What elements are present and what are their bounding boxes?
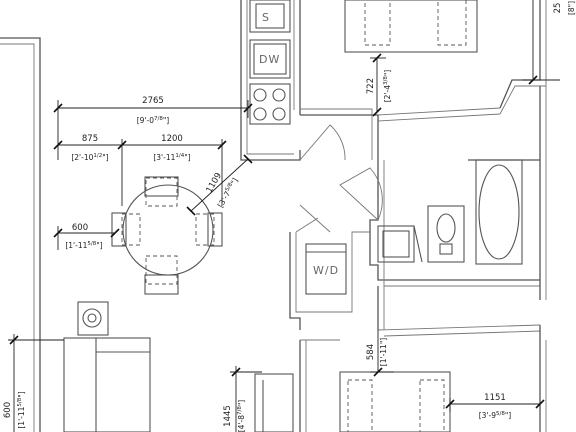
- cooktop: [249, 83, 291, 125]
- dining-table: [122, 184, 214, 276]
- walls: [0, 0, 547, 432]
- kitchen: S DW: [249, 0, 291, 125]
- chair: [111, 212, 127, 247]
- burner: [272, 88, 286, 102]
- dim-1151-metric: 1151: [484, 393, 506, 403]
- dim-1200-metric: 1200: [161, 134, 183, 144]
- toilet: [436, 213, 456, 243]
- dim-2765-metric: 2765: [142, 96, 164, 106]
- chair: [144, 274, 179, 295]
- bed: [344, 0, 478, 53]
- vanity-edge: [413, 225, 423, 263]
- dishwasher-inner: [253, 43, 287, 75]
- bathtub-basin: [478, 164, 520, 260]
- bathtub: [475, 159, 523, 265]
- washer-dryer: [305, 243, 347, 295]
- chair-seat: [145, 255, 178, 285]
- doors: [295, 124, 383, 233]
- dining-set: [111, 176, 223, 295]
- dim-2765-imperial: [9'-07/8"]: [137, 116, 170, 125]
- dim-600-left-imperial: [1'-115/8"]: [17, 391, 26, 428]
- dim-25-imperial: [8"]: [567, 1, 576, 15]
- chair-seat: [195, 213, 215, 246]
- dim-1445-metric: 1445: [223, 405, 233, 427]
- lamp-center: [87, 313, 97, 323]
- burner: [253, 107, 267, 121]
- bathroom: [377, 159, 523, 265]
- dim-875-imperial: [2'-101/2"]: [71, 153, 108, 162]
- dim-722-imperial: [2'-43/8"]: [383, 70, 392, 103]
- vanity: [377, 225, 415, 263]
- dim-1151-imperial: [3'-95/8"]: [479, 411, 512, 420]
- nightstand: [419, 379, 445, 432]
- toilet-area: [427, 205, 465, 263]
- chair: [144, 176, 179, 197]
- bed: [339, 371, 451, 432]
- dim-600-metric: 600: [72, 223, 88, 233]
- washer-dryer-label: W/D: [313, 264, 339, 277]
- burner: [272, 107, 286, 121]
- laundry: W/D: [305, 243, 347, 295]
- dim-1445-imperial: [4'-87/8"]: [237, 400, 246, 432]
- sofa: [63, 337, 151, 432]
- dimension-labels: 2765 [9'-07/8"] 875 [2'-101/2"] 1200 [3'…: [3, 1, 576, 432]
- bed-lower: [339, 371, 451, 432]
- cabinet: [254, 373, 294, 432]
- nightstand: [364, 0, 391, 46]
- sink: [255, 3, 285, 29]
- dim-1200-imperial: [3'-111/4"]: [153, 153, 190, 162]
- dim-25-metric: 25: [553, 3, 563, 14]
- dim-875-metric: 875: [82, 134, 98, 144]
- side-table: [77, 301, 109, 336]
- dim-600-left-metric: 600: [3, 402, 13, 418]
- dim-722-metric: 722: [366, 78, 376, 94]
- burner: [253, 88, 267, 102]
- sink-label: S: [262, 11, 270, 24]
- bed-upper: [344, 0, 478, 53]
- vanity-basin: [382, 230, 410, 258]
- nightstand: [347, 379, 373, 432]
- sink-counter: [249, 0, 291, 33]
- living-area: [63, 301, 294, 432]
- dim-600-imperial: [1'-115/8"]: [65, 241, 102, 250]
- dishwasher: [249, 39, 291, 79]
- dishwasher-label: DW: [259, 53, 280, 66]
- toilet-tank: [439, 243, 453, 255]
- chair-seat: [145, 177, 178, 207]
- nightstand: [437, 0, 467, 46]
- lamp: [82, 308, 102, 328]
- chair: [207, 212, 223, 247]
- dim-584-imperial: [1'-11"]: [379, 338, 388, 366]
- dimension-lines: [8, 0, 560, 432]
- chair-seat: [121, 213, 141, 246]
- dim-584-metric: 584: [366, 344, 376, 360]
